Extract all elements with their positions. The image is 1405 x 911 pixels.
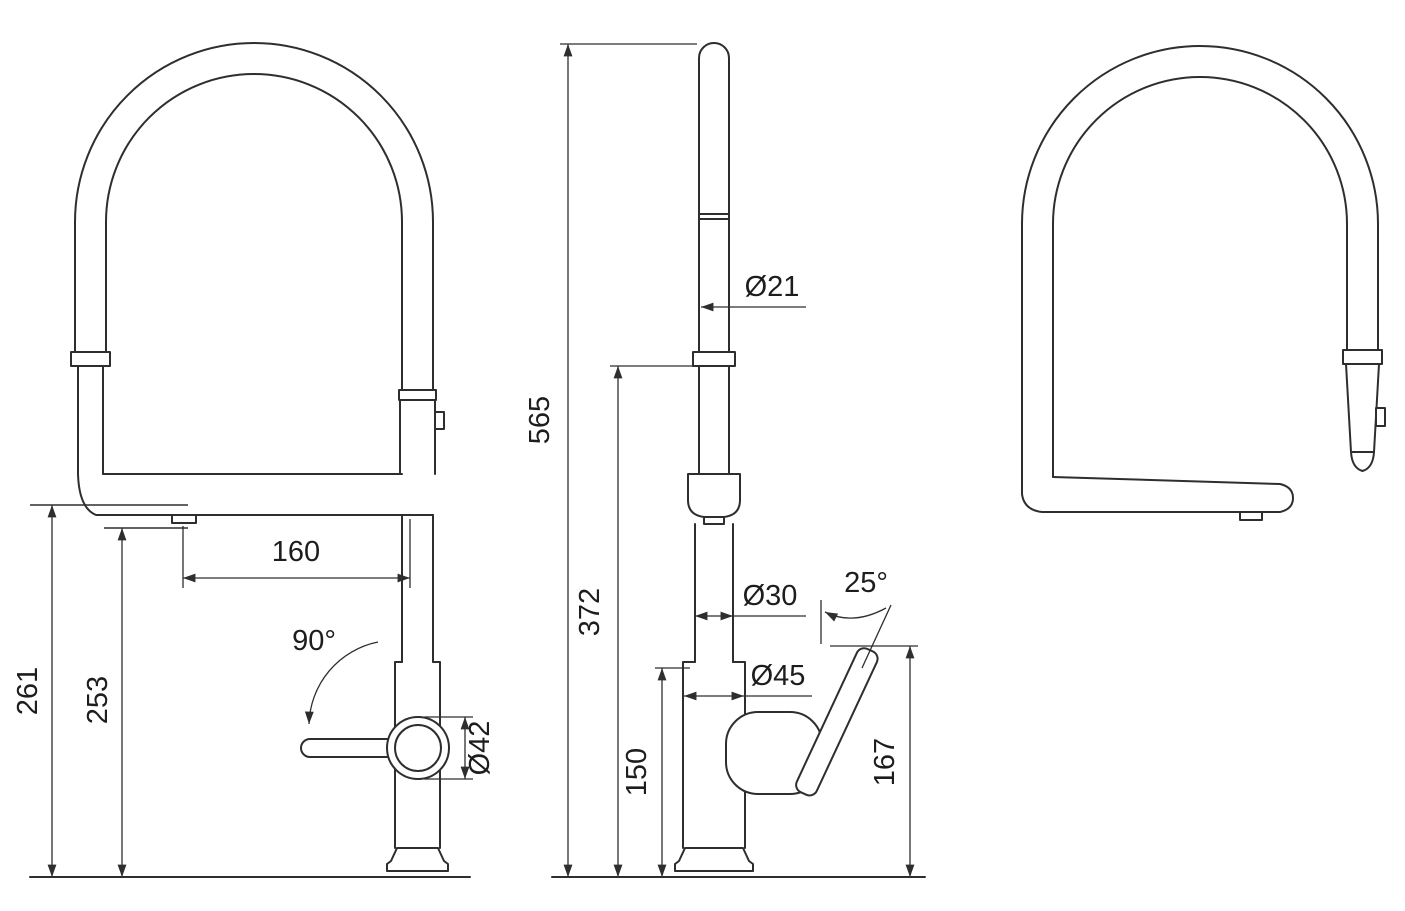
dim-label-body-dia: Ø45 [751,660,806,692]
dim-label-overall-height: 565 [524,396,556,444]
dim-arc-90 [304,641,379,725]
dim-label-lever-angle: 25° [844,567,888,599]
front-spout-arm [77,473,434,516]
dim-label-clearance-height: 372 [574,588,606,636]
front-spray-head [399,399,436,475]
dim-label-body-height: 150 [621,748,653,796]
persp-aerator [1239,511,1263,521]
side-collar [692,351,736,367]
persp-spray-button [1375,407,1386,427]
dim-label-height-253: 253 [82,676,114,724]
angle-25-arc [824,607,887,622]
side-riser [694,523,734,663]
front-left-collar [70,351,111,367]
side-pipe [698,42,730,353]
front-base [386,847,449,872]
dim-label-height-261: 261 [12,667,44,715]
front-hose-outline [74,42,434,391]
dim-label-handle-swing: 90° [292,625,336,657]
persp-hose-outline [1021,45,1379,481]
persp-spray-head [1345,363,1380,472]
dim-label-hose-dia: Ø21 [745,271,800,303]
side-arm-endcap [687,473,741,518]
front-right-joint [398,389,437,401]
angle-25-axis-line [861,604,892,669]
side-view: Ø21 565 372 Ø30 25° Ø45 150 167 [524,42,926,878]
side-tube [698,365,730,475]
dim-label-lever-height: 167 [869,738,901,786]
dim-label-column-dia: Ø30 [743,580,798,612]
front-left-tube [77,365,104,475]
side-aerator [703,516,725,525]
front-spray-button [434,411,445,430]
front-handle-flange-inner [394,724,442,772]
perspective-view [1021,45,1386,521]
front-riser [401,514,434,663]
dim-label-handle-dia: Ø42 [464,721,496,776]
front-body [394,661,441,849]
persp-collar [1342,349,1383,365]
side-base [674,847,754,872]
dim-label-spout-reach: 160 [272,536,320,568]
persp-spout-arm [1021,476,1294,513]
front-aerator [171,514,197,524]
front-view: 160 90° 261 253 Ø42 [12,42,496,878]
